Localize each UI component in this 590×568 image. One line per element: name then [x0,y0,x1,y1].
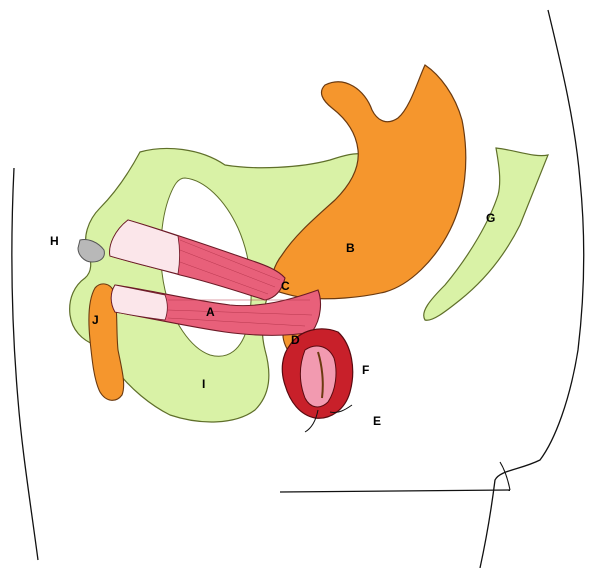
label-j: J [92,313,99,327]
body-outline-right [480,10,584,568]
label-e: E [373,414,381,428]
label-h: H [50,234,59,248]
label-i: I [202,377,205,391]
body-outline-bottom [280,490,510,492]
body-outline-left [12,168,38,560]
label-b: B [346,241,355,255]
label-d: D [291,333,300,347]
label-a: A [206,305,215,319]
label-f: F [362,363,369,377]
label-c: C [281,279,290,293]
label-g: G [486,211,495,225]
body-outline-inner [500,462,510,490]
